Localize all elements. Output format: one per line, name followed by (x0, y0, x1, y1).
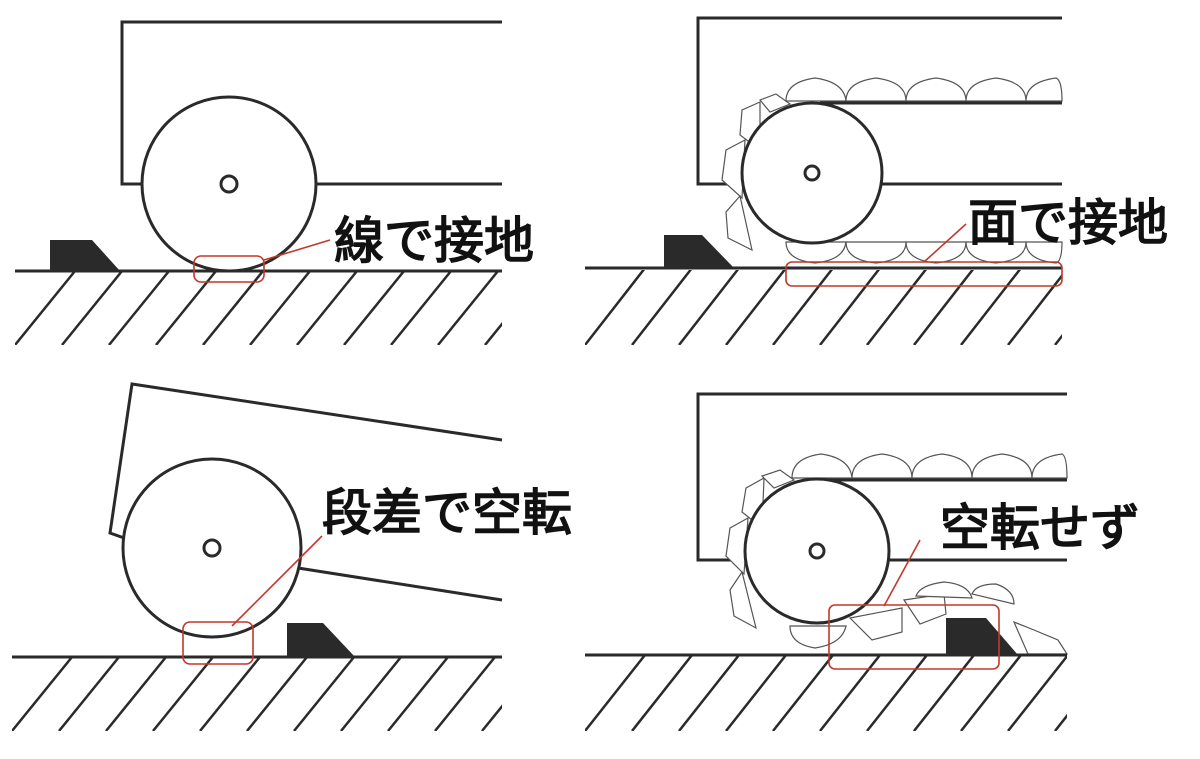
label-line-contact: 線で接地 (334, 212, 534, 270)
panel-wheel-flat: 線で接地 (15, 20, 534, 345)
track-lower-pads (785, 241, 1063, 264)
label-spin-at-step: 段差で空転 (322, 484, 572, 542)
panel-track-flat: 面で接地 (585, 16, 1168, 345)
step-block (664, 235, 734, 268)
ground-hatching (585, 270, 1062, 345)
leader-line (263, 239, 331, 261)
ground-hatching (585, 656, 1067, 731)
sprocket-hub (808, 542, 826, 560)
step-block (50, 240, 120, 271)
panel-track-step: 空転せず (585, 392, 1140, 731)
vehicle-body-tilted (108, 382, 503, 542)
sprocket-hub (803, 164, 821, 182)
label-surface-contact: 面で接地 (968, 194, 1168, 252)
contact-highlight (828, 604, 1000, 670)
leader-line (923, 223, 967, 263)
track-upper-pads (785, 77, 1063, 102)
track-lower-pads (789, 581, 1069, 655)
label-no-spin: 空転せず (940, 499, 1140, 557)
panel-wheel-step: 段差で空転 (12, 382, 572, 731)
vehicle-body-underside (297, 566, 503, 602)
ground-hatching (12, 656, 502, 731)
wheel-hub (219, 174, 239, 194)
leader-line (231, 535, 323, 627)
wheel-hub (202, 538, 222, 558)
ground-hatching (15, 270, 502, 345)
step-block (287, 623, 355, 657)
leader-line (883, 539, 921, 607)
contact-highlight (182, 621, 254, 665)
track-upper-pads (791, 453, 1068, 479)
step-block (946, 618, 1018, 655)
contact-highlight (193, 255, 265, 283)
